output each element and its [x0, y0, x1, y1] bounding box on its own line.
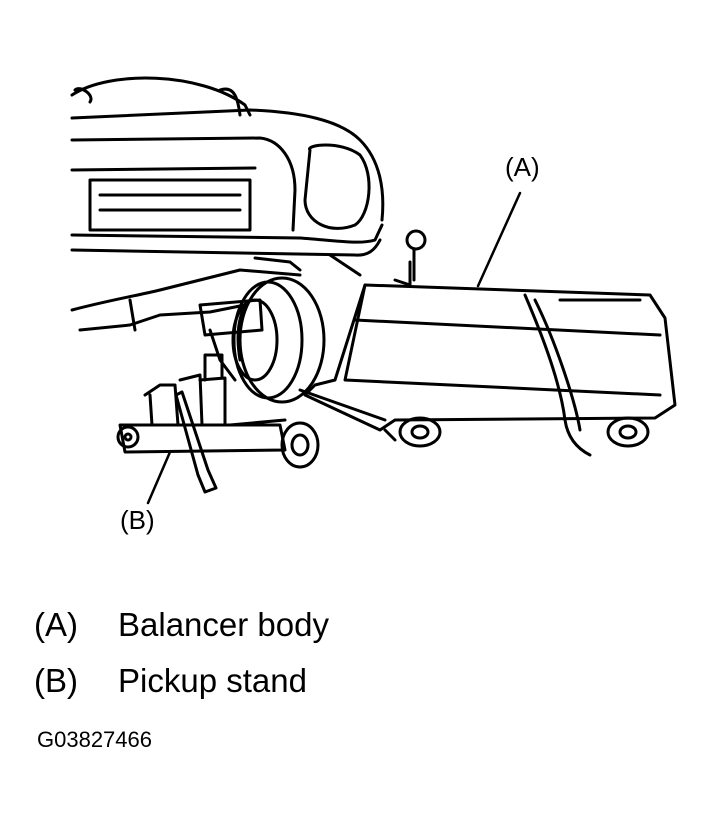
wheel-balancer-illustration: [70, 76, 677, 505]
vehicle-underbody: [70, 253, 362, 382]
legend-key: (A): [34, 606, 78, 643]
legend-row: (B) Pickup stand: [34, 662, 329, 718]
callout-b-label: (B): [120, 505, 155, 535]
balancer-body: [298, 229, 677, 457]
legend-text: Pickup stand: [118, 662, 307, 699]
figure-id: G03827466: [37, 727, 152, 752]
legend-text: Balancer body: [118, 606, 329, 643]
callout-a-leader: [476, 191, 522, 288]
vehicle-front: [70, 76, 385, 257]
legend: (A) Balancer body (B) Pickup stand: [34, 606, 329, 718]
callout-a-label: (A): [505, 152, 540, 182]
tire: [231, 276, 326, 404]
callout-b-leader: [146, 450, 172, 505]
legend-key: (B): [34, 662, 78, 699]
legend-row: (A) Balancer body: [34, 606, 329, 662]
pickup-stand: [116, 353, 320, 494]
